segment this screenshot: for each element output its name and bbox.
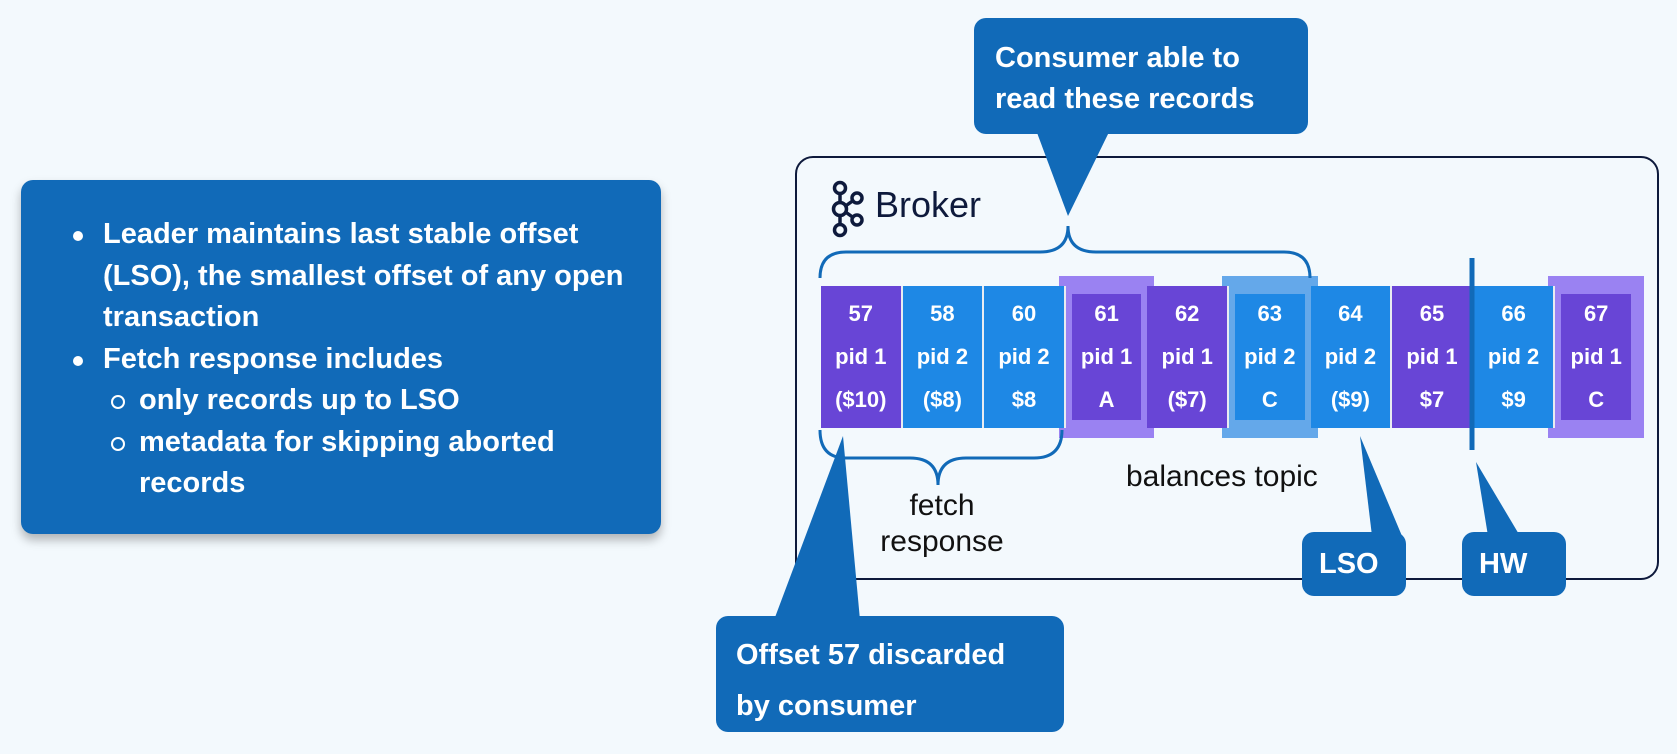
record-value: ($10): [835, 387, 887, 412]
record-cell: 62 pid 1 ($7): [1147, 286, 1229, 428]
bottom-callout-line2: by consumer: [736, 690, 917, 722]
fetch-response-label: fetch response: [872, 488, 1012, 560]
bottom-callout-line1: Offset 57 discarded: [736, 639, 1006, 671]
record-offset: 67: [1583, 301, 1609, 326]
broker-frame: [795, 156, 1659, 580]
record-pid: pid 2: [916, 344, 969, 369]
record-cell: 63 pid 2 C: [1235, 294, 1305, 420]
fetch-label-line1: fetch: [909, 489, 975, 522]
record-value: ($7): [1167, 387, 1207, 412]
record-value: ($8): [922, 387, 962, 412]
sub-bullet-records-up-to-lso: only records up to LSO: [49, 380, 641, 422]
record-offset: 61: [1094, 301, 1119, 326]
record-offset: 64: [1338, 301, 1363, 326]
record-pid: pid 1: [1161, 344, 1213, 369]
top-callout-line2: read these records: [995, 83, 1255, 115]
record-value: ($9): [1330, 387, 1370, 412]
record-value: $8: [1011, 387, 1037, 412]
discarded-offset-callout: Offset 57 discarded by consumer: [716, 616, 1064, 732]
record-pid: pid 2: [1324, 344, 1377, 369]
record-pid: pid 1: [1406, 344, 1458, 369]
kafka-logo-icon: [831, 180, 864, 238]
topic-label: balances topic: [1126, 460, 1318, 493]
record-value: C: [1261, 387, 1278, 412]
record-offset: 58: [930, 301, 955, 326]
record-cell: 60 pid 2 $8: [984, 286, 1066, 428]
record-value: A: [1098, 387, 1115, 412]
info-box: Leader maintains last stable offset (LSO…: [21, 180, 661, 534]
record-pid: pid 2: [998, 344, 1050, 369]
record-cell: 58 pid 2 ($8): [902, 286, 985, 428]
top-callout-line1: Consumer able to: [995, 42, 1240, 74]
bullet-fetch-response: Fetch response includes: [49, 339, 641, 381]
record-offset: 60: [1011, 301, 1037, 326]
record-pid: pid 2: [1244, 344, 1296, 369]
lso-tag: LSO: [1302, 532, 1406, 596]
record-cell: 65 pid 1 $7: [1392, 286, 1474, 428]
record-value: $7: [1419, 387, 1445, 412]
record-value: C: [1588, 387, 1605, 412]
hw-tag: HW: [1462, 532, 1566, 596]
record-pid: pid 1: [835, 344, 887, 369]
record-offset: 62: [1174, 301, 1200, 326]
info-bullet-list: Leader maintains last stable offset (LSO…: [49, 214, 641, 505]
bullet-lso: Leader maintains last stable offset (LSO…: [49, 214, 641, 339]
record-cell: 64 pid 2 ($9): [1310, 286, 1393, 428]
record-cell: 57 pid 1 ($10): [821, 286, 903, 428]
record-value: $9: [1501, 387, 1526, 412]
record-pid: pid 2: [1487, 344, 1540, 369]
record-pid: pid 1: [1570, 344, 1622, 369]
broker-label: Broker: [875, 184, 982, 225]
record-offset: 65: [1419, 301, 1445, 326]
record-pid: pid 1: [1080, 344, 1133, 369]
record-cell: 67 pid 1 C: [1561, 294, 1631, 420]
sub-bullet-metadata: metadata for skipping aborted records: [49, 422, 641, 505]
record-offset: 63: [1257, 301, 1283, 326]
record-offset: 57: [848, 301, 874, 326]
record-cell: 61 pid 1 A: [1071, 294, 1142, 420]
record-offset: 66: [1501, 301, 1526, 326]
readable-records-callout: Consumer able to read these records: [974, 18, 1308, 134]
fetch-label-line2: response: [880, 525, 1004, 558]
record-cell: 66 pid 2 $9: [1473, 286, 1556, 428]
